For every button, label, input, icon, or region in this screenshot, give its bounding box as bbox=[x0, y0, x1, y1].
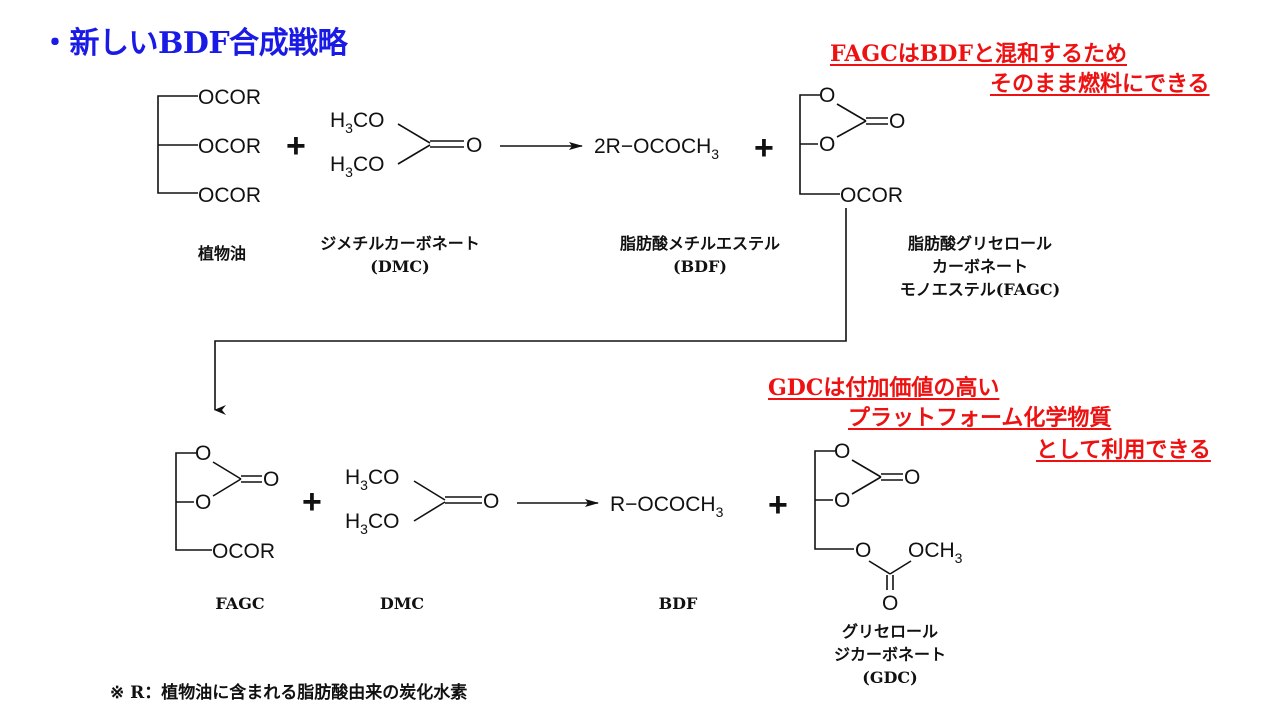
plus-sign: + bbox=[302, 483, 322, 521]
oil-group-1: OCOR bbox=[198, 86, 261, 109]
svg-text:H3CO: H3CO bbox=[345, 510, 399, 537]
fagc-group-ocor: OCOR bbox=[840, 184, 903, 207]
svg-text:H3CO: H3CO bbox=[330, 109, 384, 136]
gdc-note-line2: プラットフォーム化学物質 bbox=[848, 405, 1112, 431]
bdf-label-line1: 脂肪酸メチルエステル bbox=[619, 234, 780, 253]
gdc-label-line1: グリセロール bbox=[841, 622, 938, 641]
fagc-label-line1: 脂肪酸グリセロール bbox=[907, 234, 1052, 253]
fagc-note-line2: そのまま燃料にできる bbox=[990, 71, 1210, 97]
dmc-structure-2: H3CO H3CO O bbox=[345, 466, 499, 537]
gdc-label: グリセロール ジカーボネート (GDC) bbox=[790, 620, 990, 689]
connector-arrow bbox=[214, 208, 847, 415]
dmc-label: ジメチルカーボネート (DMC) bbox=[290, 232, 510, 278]
svg-text:O: O bbox=[834, 440, 850, 463]
gdc-label-line2: ジカーボネート bbox=[833, 645, 946, 664]
svg-text:OCOR: OCOR bbox=[212, 540, 275, 563]
svg-text:O: O bbox=[819, 133, 835, 156]
plus-sign: + bbox=[754, 129, 774, 167]
oil-label: 植物油 bbox=[182, 242, 262, 265]
vegetable-oil-structure: OCOR OCOR OCOR bbox=[157, 86, 261, 207]
svg-text:O: O bbox=[263, 468, 279, 491]
svg-text:O: O bbox=[195, 491, 211, 514]
gdc-structure: O O O O OCH3 O bbox=[814, 440, 963, 615]
fagc-label-2: FAGC bbox=[215, 594, 265, 613]
svg-text:O: O bbox=[904, 466, 920, 489]
gdc-note-line3: として利用できる bbox=[1036, 437, 1211, 463]
svg-text:O: O bbox=[819, 84, 835, 107]
svg-text:O: O bbox=[882, 592, 898, 615]
svg-text:O: O bbox=[483, 490, 499, 513]
fagc-label-line3: モノエステル(FAGC) bbox=[899, 280, 1061, 299]
bdf-formula-1: 2R−OCOCH3 bbox=[594, 135, 719, 162]
svg-text:O: O bbox=[855, 539, 871, 562]
page-title: ・新しいBDF合成戦略 bbox=[40, 26, 348, 61]
footnote: ※ R：植物油に含まれる脂肪酸由来の炭化水素 bbox=[110, 683, 468, 703]
dmc-label-2: DMC bbox=[379, 594, 425, 613]
fagc-label-line2: カーボネート bbox=[931, 257, 1028, 276]
dmc-label-line1: ジメチルカーボネート bbox=[320, 234, 480, 253]
plus-sign: + bbox=[286, 127, 306, 165]
plus-sign: + bbox=[768, 486, 788, 524]
dmc-structure: H3CO H3CO O bbox=[330, 109, 482, 180]
gdc-label-line3: (GDC) bbox=[862, 668, 918, 687]
svg-text:O: O bbox=[889, 110, 905, 133]
bdf-label-line2: (BDF) bbox=[673, 257, 727, 276]
fagc-note-line1: FAGCはBDFと混和するため bbox=[830, 41, 1127, 67]
svg-text:H3CO: H3CO bbox=[345, 466, 399, 493]
oil-group-3: OCOR bbox=[198, 184, 261, 207]
dmc-label-line2: (DMC) bbox=[370, 257, 430, 276]
oil-label-line: 植物油 bbox=[197, 244, 246, 263]
svg-text:H3CO: H3CO bbox=[330, 153, 384, 180]
svg-text:O: O bbox=[834, 489, 850, 512]
bdf-formula-2: R−OCOCH3 bbox=[610, 493, 724, 520]
svg-text:O: O bbox=[195, 442, 211, 465]
fagc-label: 脂肪酸グリセロール カーボネート モノエステル(FAGC) bbox=[860, 232, 1100, 301]
bdf-label: 脂肪酸メチルエステル (BDF) bbox=[580, 232, 820, 278]
fagc-structure-2: O O O OCOR bbox=[175, 442, 279, 563]
fagc-structure: O O O OCOR bbox=[799, 84, 905, 207]
gdc-note-line1: GDCは付加価値の高い bbox=[768, 375, 1000, 401]
oil-group-2: OCOR bbox=[198, 135, 261, 158]
svg-text:OCH3: OCH3 bbox=[908, 539, 963, 566]
dmc-carbonyl-o: O bbox=[466, 134, 482, 157]
bdf-label-2: BDF bbox=[658, 594, 698, 613]
